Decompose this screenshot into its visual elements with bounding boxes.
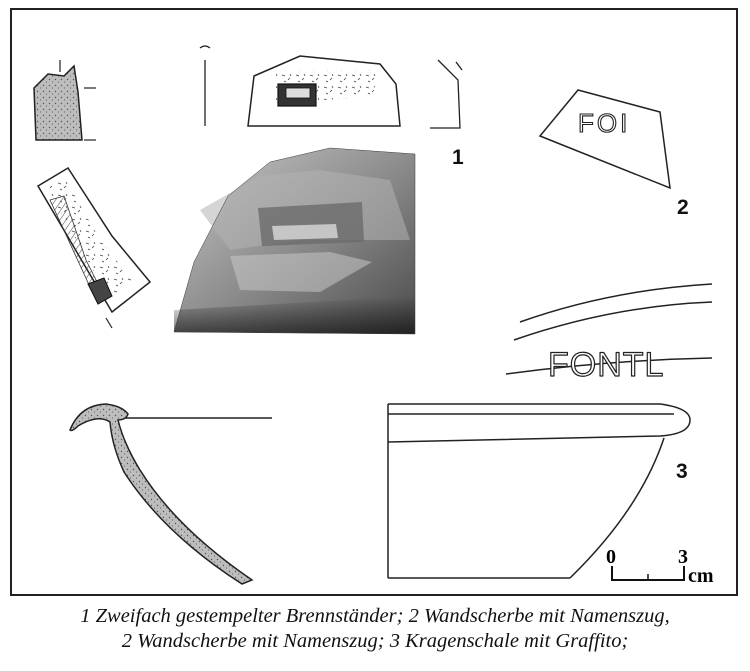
figure-number-1: 1 — [452, 146, 464, 169]
fig3-bowl-section — [69, 403, 272, 585]
graffito-inscription: FONTL — [548, 346, 664, 384]
fig2-sherd: FOI — [538, 89, 671, 190]
scale-start-label: 0 — [606, 546, 616, 568]
fig1-photo — [173, 147, 416, 335]
fig1-profile-marks — [199, 45, 463, 129]
fig2-graffito-rim: FONTL — [505, 283, 713, 385]
caption-line-1: 1 Zweifach gestempelter Brennständer; 2 … — [80, 605, 670, 627]
figure-number-3: 3 — [676, 460, 688, 483]
scale-bar: 0 3 cm — [606, 546, 714, 587]
figure-number-2: 2 — [677, 196, 689, 219]
stamp-inscription: FOI — [578, 108, 630, 138]
caption-line-2: 2 Wandscherbe mit Namenszug; 3 Kragensch… — [121, 630, 629, 652]
fig1-top-view — [247, 55, 401, 127]
archaeological-drawing: FOI FONTL 0 3 cm — [33, 45, 714, 587]
fig1-rim-section — [36, 166, 152, 329]
fig1-section-profile — [33, 60, 96, 141]
figure-caption: 1 Zweifach gestempelter Brennständer; 2 … — [0, 604, 750, 654]
scale-end-label: 3 — [678, 546, 688, 568]
scale-unit-label: cm — [688, 565, 714, 587]
fig3-bowl-exterior — [387, 403, 691, 579]
